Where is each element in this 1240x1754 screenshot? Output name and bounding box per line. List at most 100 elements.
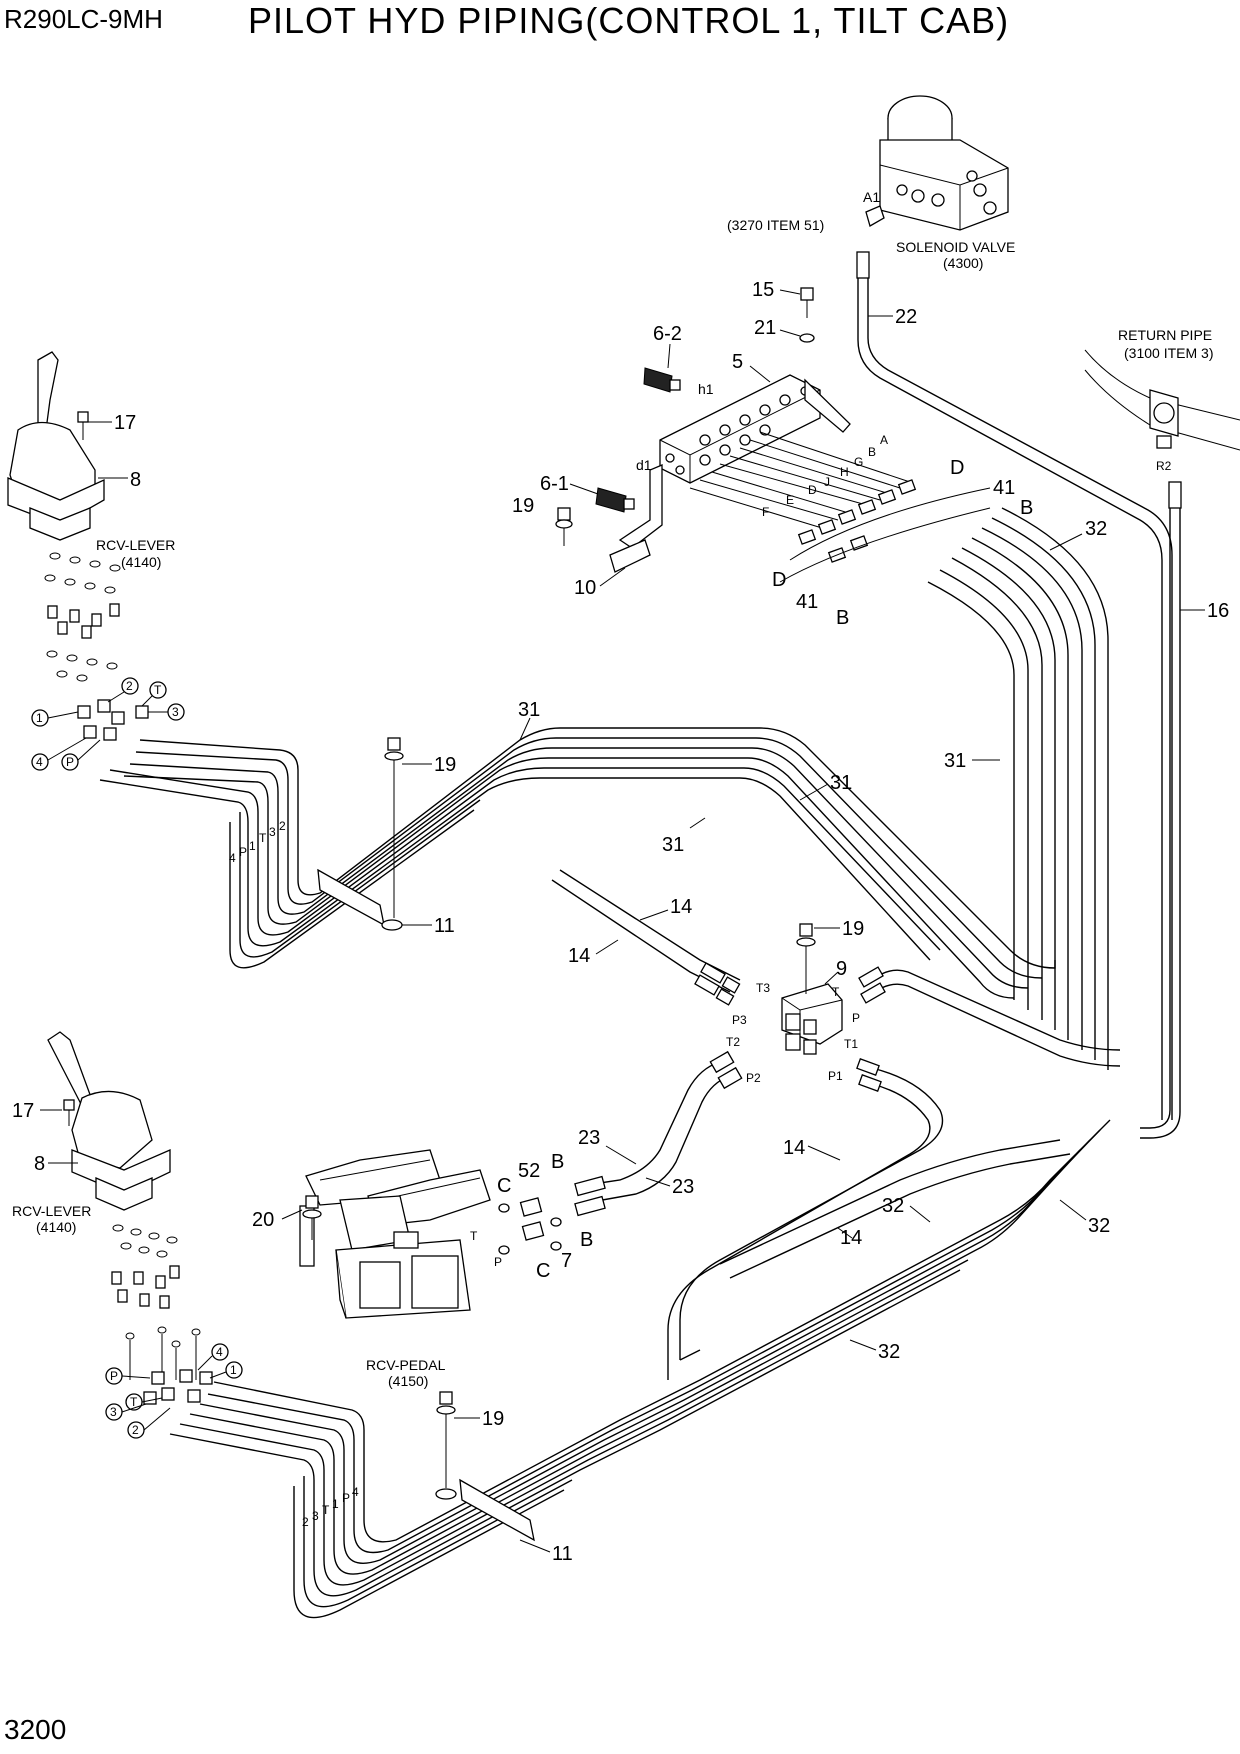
lever-top-port-3: 3 bbox=[172, 705, 179, 719]
rcv-lever-top-ref: (4140) bbox=[121, 554, 161, 570]
rcv-lever-bottom-ref: (4140) bbox=[36, 1219, 76, 1235]
hose-32-bundle-bottom bbox=[169, 1119, 1111, 1619]
svg-text:P: P bbox=[342, 1491, 350, 1505]
port-label-t2: T2 bbox=[726, 1035, 740, 1049]
hose-bottom-id-marks: 2 3 T 1 P 4 bbox=[302, 1485, 359, 1529]
clamp-11-bottom bbox=[435, 1391, 535, 1542]
port-label-g: G bbox=[854, 455, 863, 469]
rcv-pedal-label: RCV-PEDAL bbox=[366, 1357, 446, 1373]
lever-bottom-port-3: 3 bbox=[110, 1405, 117, 1419]
port-label-t1: T1 bbox=[844, 1037, 858, 1051]
pedal-port-p: P bbox=[494, 1255, 502, 1269]
lever-top-port-p: P bbox=[66, 755, 74, 769]
port-label-p1: P1 bbox=[828, 1069, 843, 1083]
callout-b-top: B bbox=[1020, 497, 1033, 519]
bolt-20 bbox=[302, 1195, 322, 1240]
rcv-pedal bbox=[299, 1149, 491, 1319]
svg-text:4: 4 bbox=[352, 1485, 359, 1499]
lever-top-port-t: T bbox=[154, 683, 162, 697]
lever-bottom-port-markers bbox=[105, 1343, 243, 1439]
hoses-block-right bbox=[667, 966, 1121, 1380]
port-leader-lines bbox=[689, 431, 911, 529]
rcv-lever-top bbox=[7, 351, 105, 541]
svg-text:2: 2 bbox=[279, 819, 286, 833]
callout-19-manifold: 19 bbox=[512, 495, 534, 517]
callout-41-top: 41 bbox=[993, 477, 1015, 499]
callout-14-c: 14 bbox=[783, 1137, 805, 1159]
callout-23-a: 23 bbox=[578, 1127, 600, 1149]
port-label-a1: A1 bbox=[863, 189, 880, 205]
svg-text:1: 1 bbox=[249, 839, 256, 853]
lever-bottom-port-2: 2 bbox=[132, 1423, 139, 1437]
solenoid-valve bbox=[865, 95, 1009, 231]
callout-10: 10 bbox=[574, 577, 596, 599]
callout-8-top: 8 bbox=[130, 469, 141, 491]
pedal-fittings bbox=[498, 1197, 562, 1255]
model-number: R290LC-9MH bbox=[4, 4, 163, 34]
callout-19-top: 19 bbox=[434, 754, 456, 776]
callout-52: 52 bbox=[518, 1160, 540, 1182]
lever-bottom-port-1: 1 bbox=[230, 1363, 237, 1377]
lever-bottom-port-4: 4 bbox=[216, 1345, 223, 1359]
port-label-r2: R2 bbox=[1156, 459, 1172, 473]
solenoid-valve-label: SOLENOID VALVE bbox=[896, 239, 1015, 255]
callout-31-a: 31 bbox=[518, 699, 540, 721]
callout-b-pedal-2: B bbox=[580, 1229, 593, 1251]
shuttle-block-9 bbox=[781, 923, 843, 1055]
callout-11-top: 11 bbox=[434, 915, 455, 937]
hose-32-bundle-right bbox=[927, 507, 1109, 1070]
port-label-e: E bbox=[786, 493, 794, 507]
rcv-pedal-ref: (4150) bbox=[388, 1373, 428, 1389]
callout-31-d: 31 bbox=[944, 750, 966, 772]
bolt-15 bbox=[799, 287, 815, 343]
callout-c-top: C bbox=[497, 1175, 511, 1197]
port-label-b: B bbox=[868, 445, 876, 459]
callout-32-right: 32 bbox=[1088, 1215, 1110, 1237]
callout-6-1: 6-1 bbox=[540, 473, 569, 495]
callout-32-mid: 32 bbox=[882, 1195, 904, 1217]
callout-7: 7 bbox=[561, 1250, 572, 1272]
solenoid-valve-ref: (4300) bbox=[943, 255, 983, 271]
callout-21: 21 bbox=[754, 317, 776, 339]
callout-14-d: 14 bbox=[840, 1227, 862, 1249]
lever-top-port-2: 2 bbox=[126, 679, 133, 693]
callout-14-a: 14 bbox=[670, 896, 692, 918]
lever-top-fittings bbox=[44, 552, 149, 741]
fittings-41 bbox=[779, 479, 991, 583]
manifold-block bbox=[609, 374, 851, 573]
svg-text:3: 3 bbox=[312, 1509, 319, 1523]
callout-15: 15 bbox=[752, 279, 774, 301]
callout-31-b: 31 bbox=[830, 772, 852, 794]
solenoid-item-ref: (3270 ITEM 51) bbox=[727, 217, 824, 233]
callout-11-bottom: 11 bbox=[552, 1543, 573, 1565]
hose-31-bundle bbox=[99, 727, 1056, 999]
svg-text:3: 3 bbox=[269, 825, 276, 839]
pressure-switch-6-2 bbox=[643, 367, 681, 393]
callout-17-bottom: 17 bbox=[12, 1100, 34, 1122]
callout-8-bottom: 8 bbox=[34, 1153, 45, 1175]
port-label-p: P bbox=[852, 1011, 860, 1025]
port-label-d: D bbox=[808, 483, 817, 497]
callout-23-b: 23 bbox=[672, 1176, 694, 1198]
pressure-switch-6-1 bbox=[595, 487, 635, 513]
hose-top-id-marks: 4 P 1 T 3 2 bbox=[229, 819, 286, 865]
callout-d-bottom: D bbox=[772, 569, 786, 591]
callout-b-pedal-1: B bbox=[551, 1151, 564, 1173]
svg-text:P: P bbox=[239, 845, 247, 859]
callout-17-top: 17 bbox=[114, 412, 136, 434]
rcv-lever-top-label: RCV-LEVER bbox=[96, 537, 175, 553]
return-pipe-ref: (3100 ITEM 3) bbox=[1124, 345, 1213, 361]
callout-32-bottom: 32 bbox=[878, 1341, 900, 1363]
clamp-11-top bbox=[317, 737, 404, 931]
port-label-p3: P3 bbox=[732, 1013, 747, 1027]
svg-text:T: T bbox=[259, 831, 267, 845]
lever-top-port-markers bbox=[31, 677, 185, 771]
lever-bottom-port-p: P bbox=[110, 1369, 118, 1383]
port-label-t: T bbox=[832, 985, 840, 999]
hose-23 bbox=[574, 1050, 743, 1217]
lever-top-port-4: 4 bbox=[36, 755, 43, 769]
port-label-d1: d1 bbox=[636, 457, 652, 473]
port-label-a: A bbox=[880, 433, 888, 447]
callout-31-c: 31 bbox=[662, 834, 684, 856]
hose-16 bbox=[1140, 481, 1182, 1139]
